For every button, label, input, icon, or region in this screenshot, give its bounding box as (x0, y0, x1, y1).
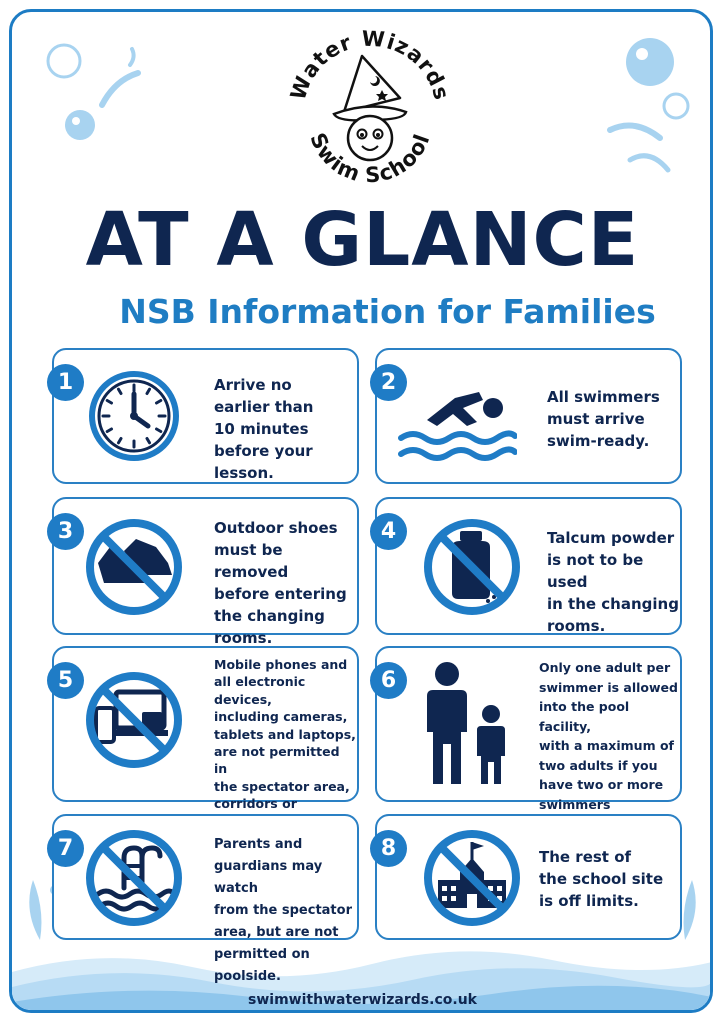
rule-number-badge: 5 (47, 662, 84, 699)
bubbles-top-right-icon (607, 38, 690, 173)
no-shoes-icon (86, 519, 182, 615)
rule-card-4: 4 Talcum powder is not to be used in the… (370, 497, 682, 635)
bubbles-top-left-icon (46, 43, 141, 140)
page-subtitle: NSB Information for Families (119, 292, 656, 331)
rule-card-3: 3 Outdoor shoes must be removed before e… (47, 497, 359, 647)
rule-number-badge: 8 (370, 830, 407, 867)
rule-text: Talcum powder is not to be used in the c… (547, 529, 679, 635)
no-devices-icon (86, 672, 182, 768)
rule-card-1: 1 Arrive no earlier than 10 minutes befo… (47, 348, 359, 484)
adult-child-icon (427, 662, 505, 784)
rule-text: The rest of the school site is off limit… (539, 848, 664, 910)
rule-number-badge: 2 (370, 364, 407, 401)
no-poolside-icon (86, 830, 182, 926)
rule-card-7: 7 Parents and guardians may watch from t… (47, 814, 359, 984)
rule-number-badge: 4 (370, 513, 407, 550)
rule-text: Only one adult per swimmer is allowed in… (539, 660, 678, 831)
swimmer-icon (398, 392, 517, 461)
rule-text: Arrive no earlier than 10 minutes before… (214, 376, 314, 482)
wave-decoration-icon (12, 951, 710, 1010)
rule-number-badge: 1 (47, 364, 84, 401)
rule-number-badge: 7 (47, 830, 84, 867)
rule-text: All swimmers must arrive swim-ready. (547, 388, 660, 450)
rule-text: Mobile phones and all electronic devices… (214, 657, 356, 829)
clock-icon (89, 371, 179, 461)
rule-text: Parents and guardians may watch from the… (214, 837, 352, 984)
rule-number-badge: 6 (370, 662, 407, 699)
website-link[interactable]: swimwithwaterwizards.co.uk (248, 992, 477, 1008)
page-title: AT A GLANCE (85, 197, 640, 283)
rule-card-6: 6 Only one adult per swimmer is allowed … (370, 646, 682, 831)
no-talcum-icon (424, 519, 520, 615)
rule-number-badge: 3 (47, 513, 84, 550)
rule-card-5: 5 Mobile phones and all electronic devic… (47, 646, 359, 829)
rule-card-2: 2 All swimmers must arrive swim-ready. (370, 348, 682, 484)
water-wizards-logo: Water Wizards Swim School (286, 26, 453, 187)
no-school-site-icon (424, 830, 520, 926)
rule-text: Outdoor shoes must be removed before ent… (214, 519, 347, 647)
rule-card-8: 8 The rest of the school site is off lim… (370, 814, 682, 940)
